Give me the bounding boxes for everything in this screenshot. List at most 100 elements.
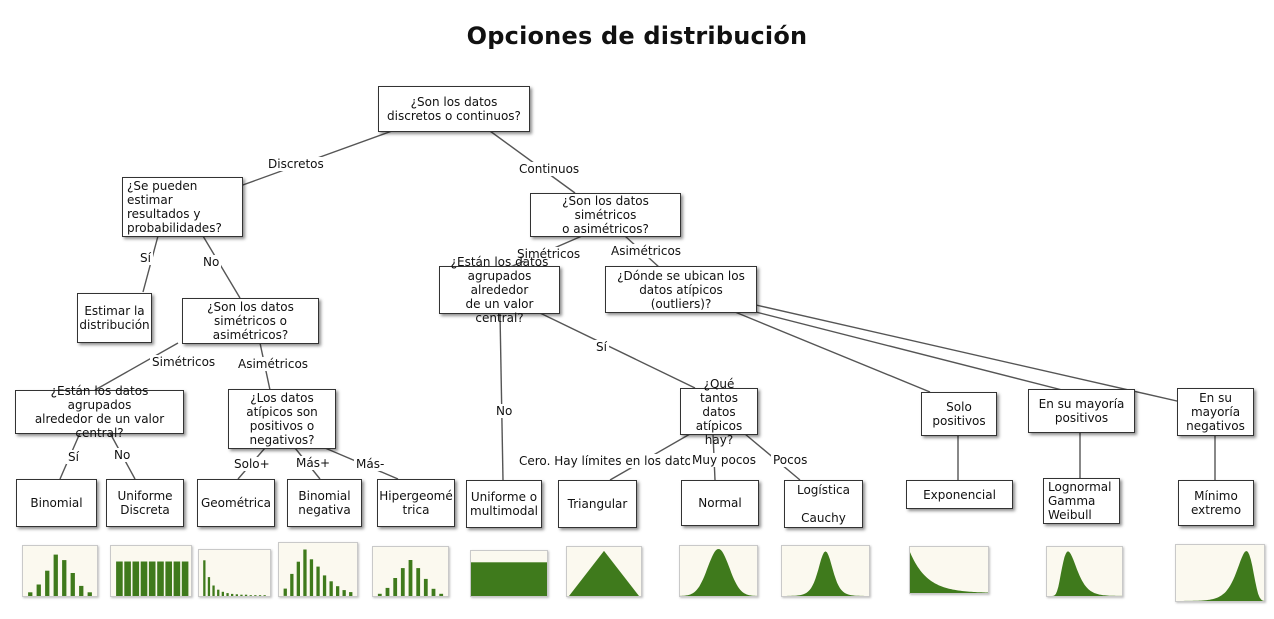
node-discrete-central: ¿Están los datos agrupados alrededor de … [15,384,184,440]
leaf-binomial: Binomial [16,479,97,527]
bar [70,573,75,596]
edge-label-continuos: Continuos [517,162,582,176]
bar [235,594,238,596]
node-discrete-question: ¿Se pueden estimar resultados y probabil… [122,177,243,237]
normal-curve [680,549,757,596]
bar [322,575,327,596]
leaf-triangular: Triangular [558,480,637,528]
logistic-curve [782,551,869,596]
bar [244,594,248,596]
bar [342,590,346,596]
node-continuous-symmetry: ¿Son los datos simétricos o asimétricos? [530,193,681,237]
bar [212,585,215,596]
bar [439,593,444,596]
edge-label-discretos: Discretos [266,157,326,171]
leaf-minimum-extreme: Mínimo extremo [1178,480,1254,526]
edge-label-mas-minus: Más- [354,457,387,471]
node-mostly-positive: En su mayoría positivos [1028,389,1135,433]
leaf-lognormal-gamma-weibull: Lognormal Gamma Weibull [1043,478,1120,524]
leaf-uniform-discrete: Uniforme Discreta [106,479,184,527]
edge-label-no: No [494,404,515,418]
bar [283,588,287,596]
node-how-many-outliers: ¿Qué tantos datos atípicos hay? [680,377,758,447]
bar [400,568,405,596]
edge-label-simetricos: Simétricos [150,355,218,369]
page-title: Opciones de distribución [466,22,808,50]
bar [309,559,314,596]
bar [132,561,140,596]
bar [53,554,58,596]
thumb-hypergeometric [372,546,449,597]
triangle-area [569,550,639,596]
bar [249,595,252,596]
bar [336,586,340,596]
bar [173,561,181,596]
thumb-logistic [781,545,870,597]
bar [431,588,436,596]
uniform-area [471,562,547,596]
bar [263,595,266,596]
bar [329,581,333,596]
bar [62,560,67,596]
thumb-geometric [198,549,271,597]
bar [226,593,229,596]
bar [254,595,257,596]
bar [258,595,262,596]
thumb-uniform [470,550,548,597]
bar [165,561,172,596]
edge-label-simetricos: Simétricos [515,247,583,261]
bar [203,560,206,596]
bar [385,587,390,596]
edge-label-solo-plus: Solo+ [232,457,272,471]
leaf-geometric: Geométrica [197,479,275,527]
bar [157,561,164,596]
bar [423,578,428,596]
leaf-uniform-multimodal: Uniforme o multimodal [466,480,542,528]
node-estimate: Estimar la distribución [77,293,152,343]
edge-label-si: Sí [66,450,81,464]
edge-label-no: No [112,448,133,462]
bar [393,578,398,596]
node-mostly-negative: En su mayoría negativos [1177,388,1254,436]
bar [290,573,294,596]
node-only-positive: Solo positivos [921,392,997,436]
bar [45,570,50,596]
leaf-negative-binomial: Binomial negativa [287,479,362,527]
min-extreme-curve [1176,551,1264,601]
thumb-exponential [909,546,989,594]
bar [303,549,307,596]
bar [408,560,413,596]
bar [377,593,382,596]
leaf-logistic-cauchy: Logística Cauchy [784,480,863,528]
thumb-binomial [22,545,98,597]
leaf-normal: Normal [681,480,759,526]
bar [124,561,131,596]
bar [231,593,234,596]
edge-label-no: No [201,255,222,269]
bar [148,561,156,596]
edge-label-muy-pocos: Muy pocos [690,453,759,467]
leaf-hypergeometric: Hipergeomé trica [377,479,455,527]
bar [221,591,224,596]
bar [316,566,320,596]
bar [28,592,33,596]
exponential-curve [910,552,988,593]
thumb-negative-binomial [278,542,358,597]
node-discrete-symmetry: ¿Son los datos simétricos o asimétricos? [182,298,319,344]
bar [349,592,353,596]
edge-label-si: Sí [594,340,609,354]
bar [296,561,300,596]
edge-label-si: Sí [138,251,153,265]
thumb-uniform-discrete [110,545,192,597]
thumb-minimum-extreme [1175,544,1265,602]
bar [207,577,211,596]
node-root-question: ¿Son los datos discretos o continuos? [378,86,530,132]
bar [181,561,189,596]
leaf-exponential: Exponencial [906,480,1013,509]
edge-label-asimetricos: Asimétricos [609,244,684,258]
thumb-normal [679,545,758,597]
edge-label-cero: Cero. Hay límites en los datos [517,454,701,468]
node-outlier-location: ¿Dónde se ubican los datos atípicos (out… [605,266,757,313]
bar [79,585,84,596]
edge-label-asimetricos: Asimétricos [236,357,311,371]
